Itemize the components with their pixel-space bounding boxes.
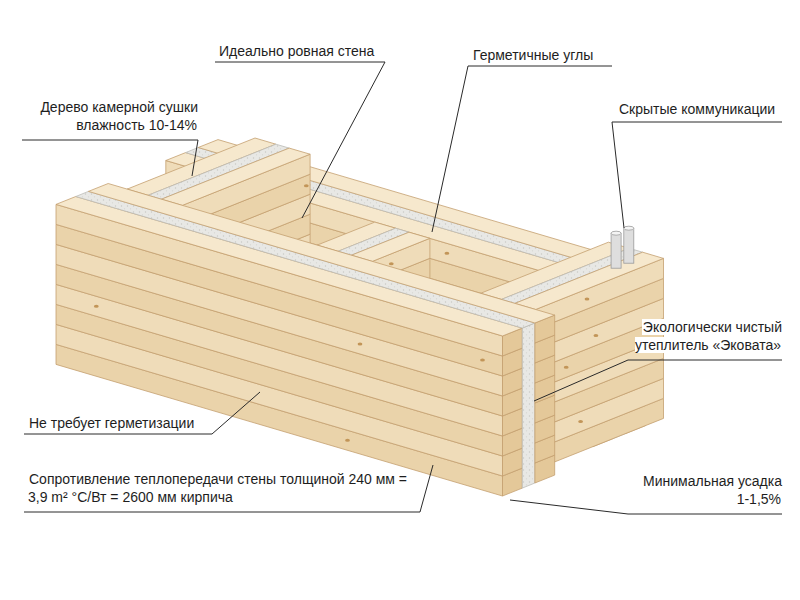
wood-knot xyxy=(358,343,363,346)
wood-knot xyxy=(480,359,485,362)
leader-lines xyxy=(22,62,782,514)
leader-line xyxy=(215,62,385,218)
leader-line xyxy=(24,465,433,512)
callout-text: Сопротивление теплопередачи стены толщин… xyxy=(28,471,407,505)
wood-knot xyxy=(594,334,599,337)
leader-line xyxy=(534,360,782,401)
callout-label: Минимальная усадка 1-1,5% xyxy=(632,472,782,508)
log-top xyxy=(515,252,664,309)
callout-label: Скрытые коммуникации xyxy=(618,100,776,118)
wood-knot xyxy=(578,420,583,423)
callout-text: Не требует герметизации xyxy=(28,415,195,431)
leader-line xyxy=(24,392,260,434)
pipe-end xyxy=(624,226,634,230)
pipe xyxy=(611,233,621,268)
wood-knot xyxy=(585,298,590,301)
callout-text: Скрытые коммуникации xyxy=(618,101,776,117)
callout-label: Сопротивление теплопередачи стены толщин… xyxy=(28,470,423,506)
leader-line xyxy=(432,66,612,232)
wood-knot xyxy=(345,439,350,442)
callout-text: Дерево камерной сушки влажность 10-14% xyxy=(39,99,198,133)
leader-line xyxy=(22,140,198,176)
log-top xyxy=(56,197,522,337)
insulation-section xyxy=(522,323,535,488)
leader-line xyxy=(612,122,782,228)
log-top xyxy=(161,148,310,205)
callout-text: Идеально ровная стена xyxy=(218,43,375,59)
callout-text: Герметичные углы xyxy=(472,47,594,63)
log-top xyxy=(351,232,430,261)
wood-knot xyxy=(304,184,309,187)
callout-label: Не требует герметизации xyxy=(28,414,195,432)
pipe xyxy=(624,228,634,263)
wood-knot xyxy=(389,262,394,265)
callout-text: Минимальная усадка 1-1,5% xyxy=(642,473,782,507)
callout-text: Экологически чистый утеплитель «Эковата» xyxy=(635,319,782,353)
callout-label: Идеально ровная стена xyxy=(218,42,375,60)
wood-knot xyxy=(564,366,569,369)
pipe-end xyxy=(611,231,621,235)
log-top xyxy=(88,184,554,324)
callout-label: Дерево камерной сушки влажность 10-14% xyxy=(23,98,198,134)
callout-label: Экологически чистый утеплитель «Эковата» xyxy=(632,318,782,354)
wood-knot xyxy=(445,252,450,255)
timber-walls xyxy=(56,138,664,496)
wood-knot xyxy=(94,305,99,308)
callout-label: Герметичные углы xyxy=(472,46,594,64)
